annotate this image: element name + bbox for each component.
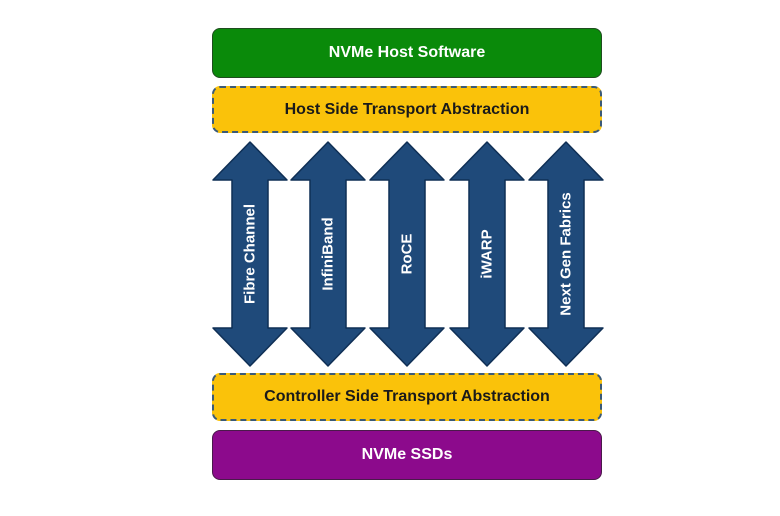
arrow-roce [369,141,445,367]
arrow-iwarp [449,141,525,367]
fabric-label-iwarp: iWARP [479,229,496,278]
nvme-host-software-layer: NVMe Host Software [212,28,602,78]
nvme-ssds-label: NVMe SSDs [361,446,453,463]
fabric-label-next-gen-fabrics: Next Gen Fabrics [558,192,575,315]
fabric-label-roce: RoCE [399,234,416,275]
controller-side-transport-layer: Controller Side Transport Abstraction [212,373,602,421]
host-side-transport-label: Host Side Transport Abstraction [284,100,530,118]
arrow-infiniband [290,141,366,367]
fabric-label-fibre-channel: Fibre Channel [242,204,259,304]
fabric-label-infiniband: InfiniBand [320,217,337,290]
arrow-next-gen-fabrics [528,141,604,367]
controller-side-transport-label: Controller Side Transport Abstraction [264,388,550,405]
host-side-transport-layer: Host Side Transport Abstraction [212,86,602,133]
nvme-host-software-label: NVMe Host Software [328,44,486,61]
arrow-fibre-channel [212,141,288,367]
nvme-ssds-layer: NVMe SSDs [212,430,602,480]
